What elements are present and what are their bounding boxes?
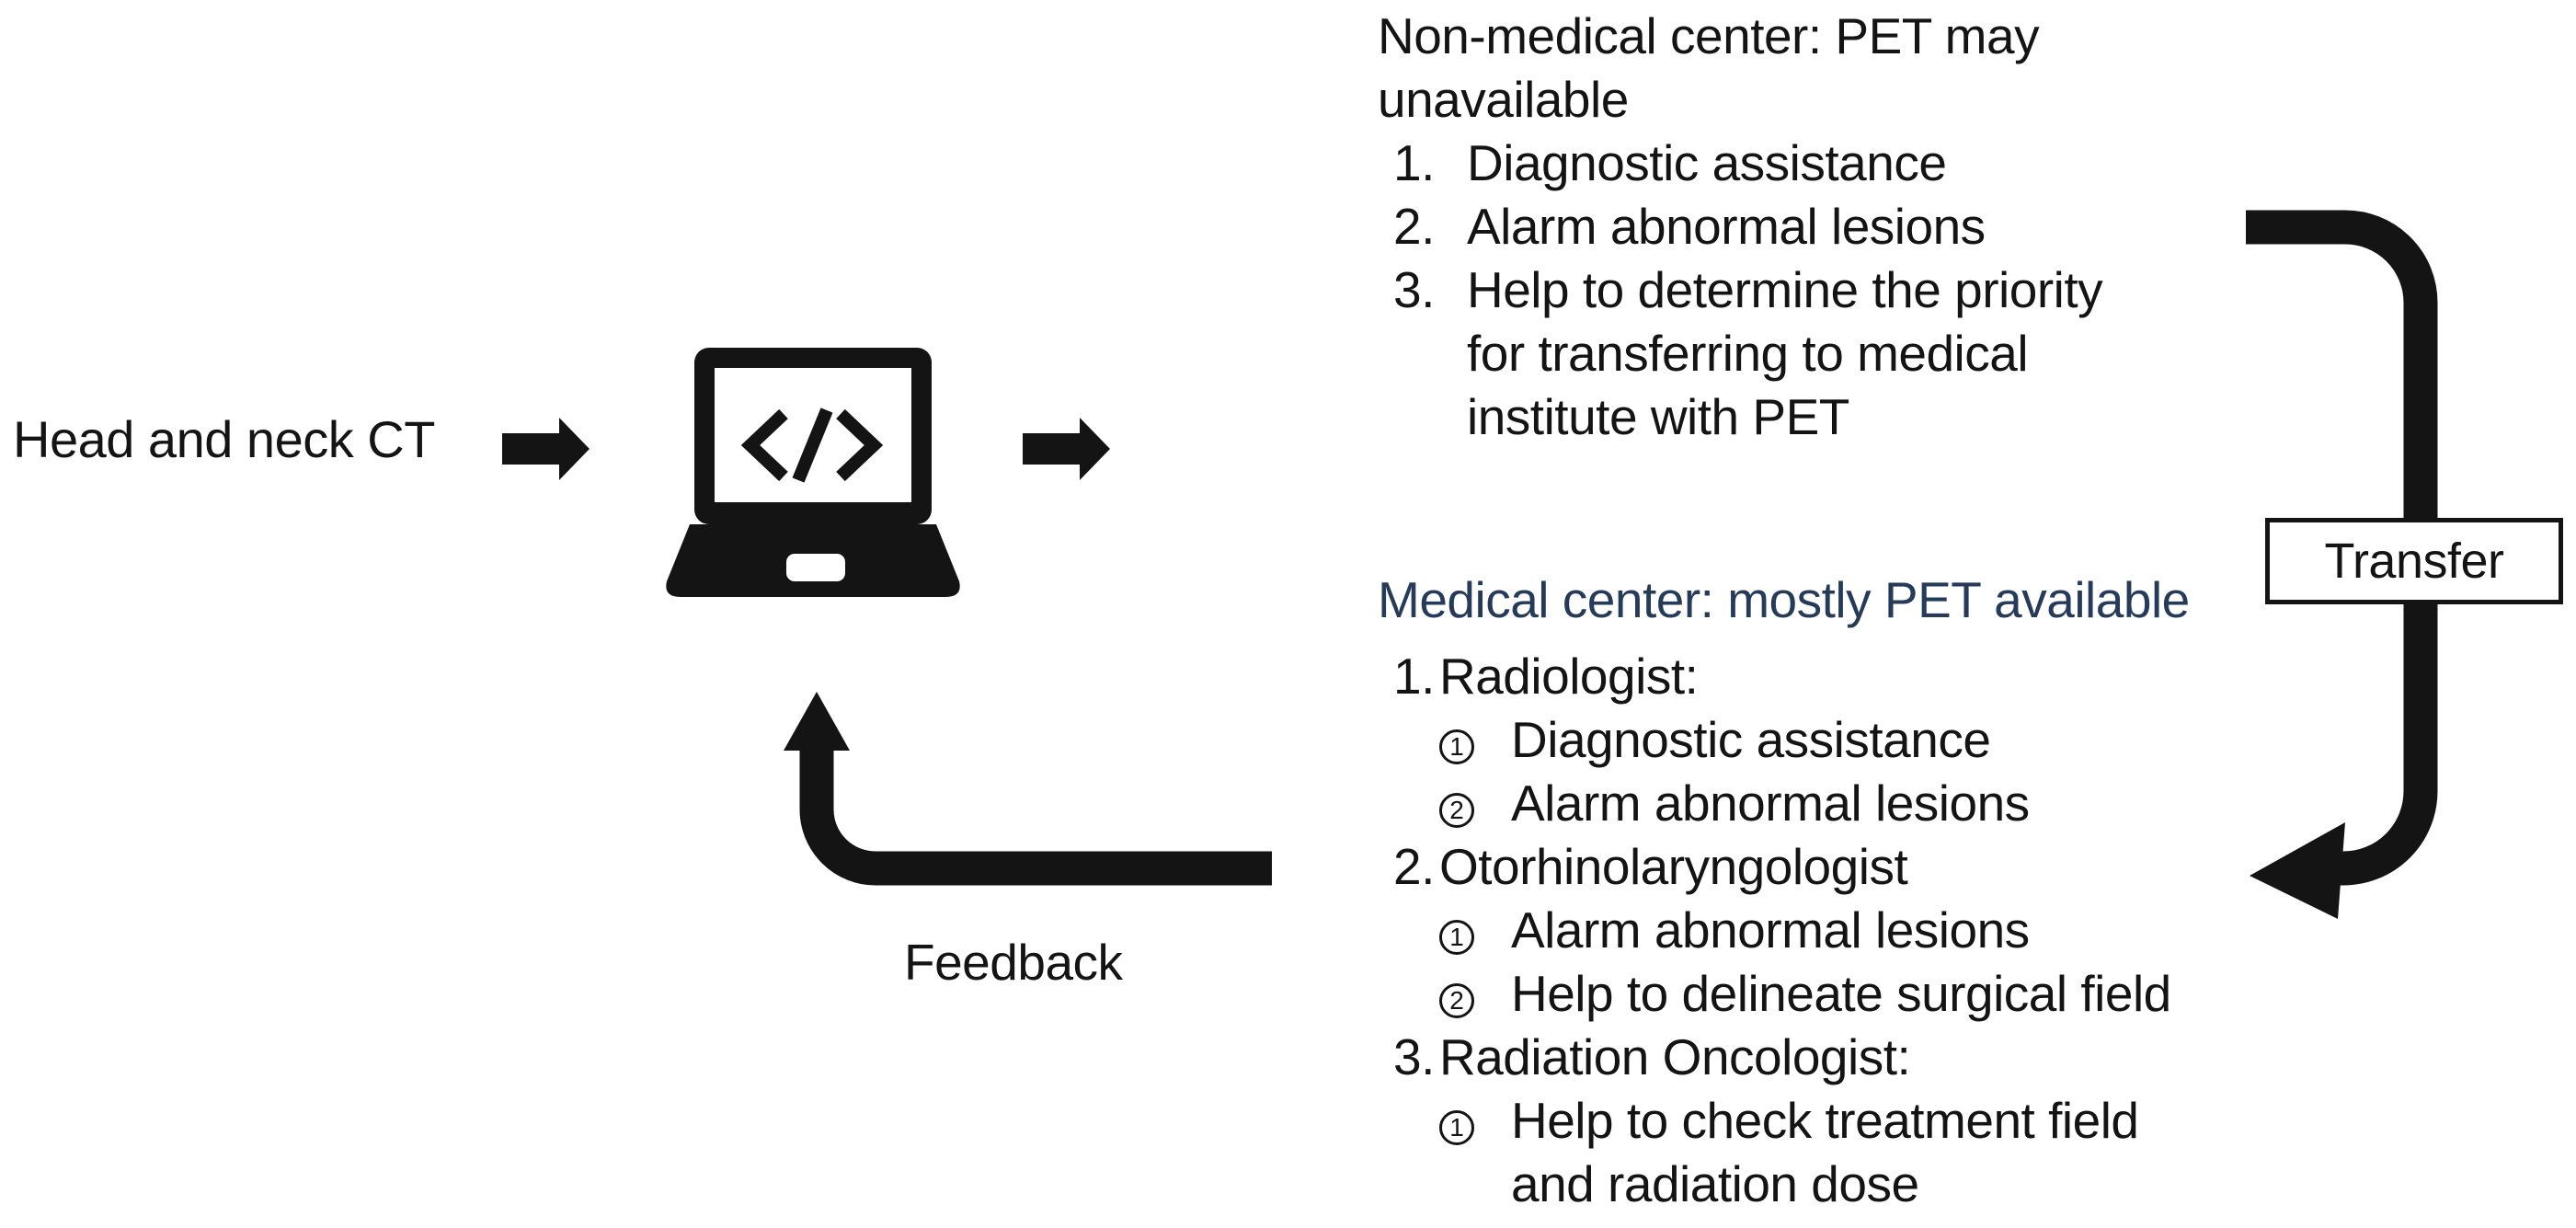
medical-item: 1 Alarm abnormal lesions (1378, 899, 2573, 962)
line-text: Radiologist: (1439, 648, 1699, 705)
arrow-right-icon (502, 418, 590, 480)
non_medical-item: 3. Help to determine the priority (1378, 258, 2573, 322)
line-text: Help to determine the priority (1467, 261, 2103, 318)
feedback-label: Feedback (904, 934, 1123, 991)
medical-item: 2 Help to delineate surgical field (1378, 962, 2573, 1026)
medical-item: 1.Radiologist: (1378, 645, 2573, 708)
number-marker: 2. (1393, 198, 1435, 255)
transfer-label: Transfer (2324, 534, 2504, 589)
line-text: Help to check treatment field (1511, 1092, 2139, 1149)
non_medical-item: 1. Diagnostic assistance (1378, 132, 2573, 195)
number-marker: 2. (1393, 838, 1435, 895)
feedback-arrow-icon (784, 692, 1272, 886)
transfer-box: Transfer (2265, 518, 2563, 604)
medical-item: 1 Diagnostic assistance (1378, 708, 2573, 772)
medical-item: 1 Help to check treatment field (1378, 1089, 2573, 1153)
line-text: Radiation Oncologist: (1439, 1028, 1911, 1085)
line-text: Alarm abnormal lesions (1511, 775, 2030, 832)
medical-item: 2.Otorhinolaryngologist (1378, 835, 2573, 899)
line-text: Alarm abnormal lesions (1467, 198, 1986, 255)
non_medical-item: for transferring to medical (1378, 322, 2573, 385)
line-text: Help to delineate surgical field (1511, 965, 2171, 1022)
line-text: Diagnostic assistance (1467, 134, 1947, 191)
medical-item: and radiation dose (1378, 1153, 2573, 1216)
non_medical-item: 2. Alarm abnormal lesions (1378, 195, 2573, 258)
line-text: Diagnostic assistance (1511, 711, 1991, 768)
arrow-right-icon (1023, 418, 1110, 480)
line-text: for transferring to medical (1467, 325, 2029, 382)
circled-number-marker: 1 (1439, 920, 1474, 955)
number-marker: 3. (1393, 261, 1435, 318)
number-marker: 1. (1393, 134, 1435, 191)
circled-number-marker: 2 (1439, 983, 1474, 1018)
line-text: and radiation dose (1511, 1155, 1919, 1212)
circled-number-marker: 1 (1439, 1110, 1474, 1145)
line-text: Otorhinolaryngologist (1439, 838, 1908, 895)
laptop-code-icon (666, 348, 960, 597)
circled-number-marker: 2 (1439, 793, 1474, 828)
number-marker: 3. (1393, 1028, 1435, 1085)
non_medical-heading-line: unavailable (1378, 71, 1629, 128)
line-text: institute with PET (1467, 388, 1849, 445)
medical-heading-line: Medical center: mostly PET available (1378, 571, 2190, 628)
non_medical-heading-line: Non-medical center: PET may (1378, 7, 2040, 64)
medical-item: 2 Alarm abnormal lesions (1378, 772, 2573, 835)
input-ct-label: Head and neck CT (13, 410, 435, 468)
non_medical-item: institute with PET (1378, 385, 2573, 449)
number-marker: 1. (1393, 648, 1435, 705)
circled-number-marker: 1 (1439, 729, 1474, 764)
line-text: Alarm abnormal lesions (1511, 901, 2030, 958)
medical-item: 3.Radiation Oncologist: (1378, 1026, 2573, 1089)
